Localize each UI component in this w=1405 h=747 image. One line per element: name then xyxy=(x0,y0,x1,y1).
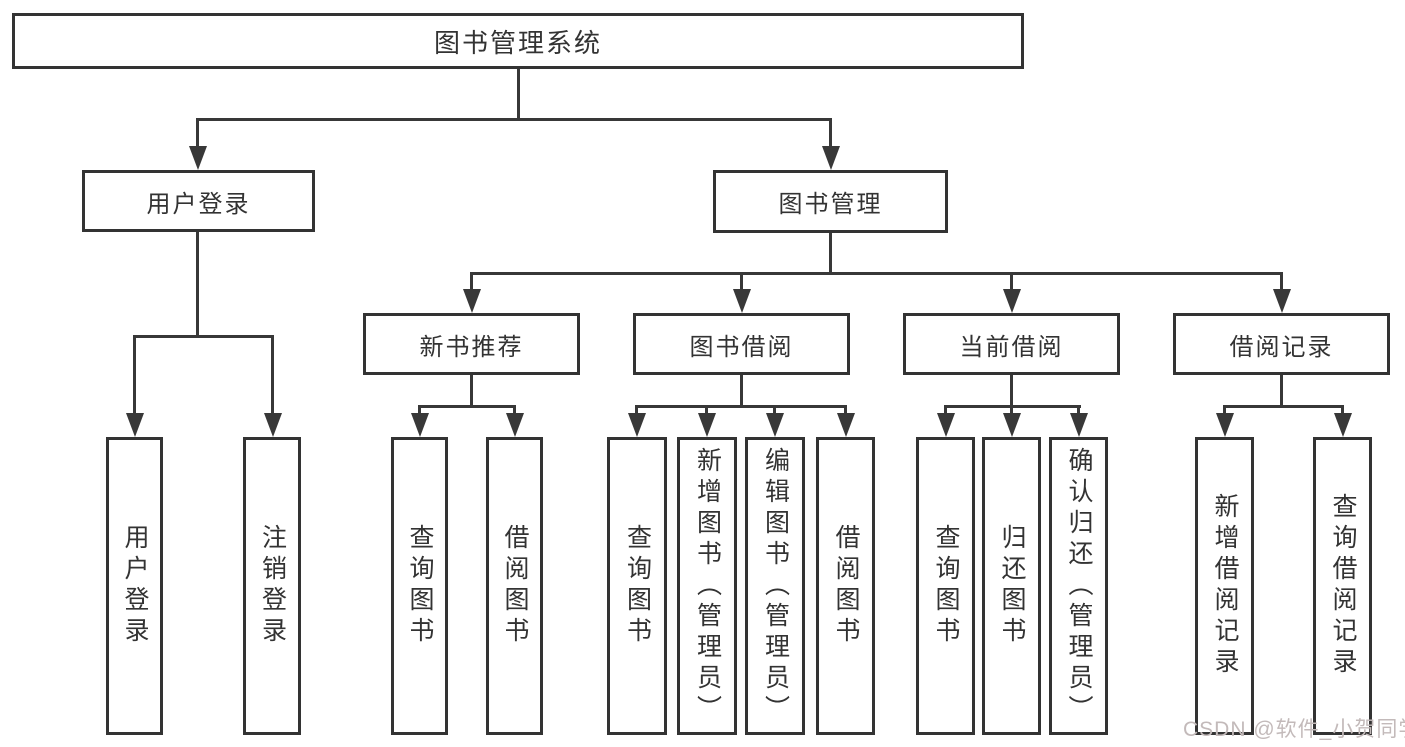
connector-line xyxy=(196,118,832,121)
connector-line xyxy=(133,335,274,338)
leaf-add-book-admin: 新增图书（管理员） xyxy=(677,437,737,735)
leaf-label: 编辑图书（管理员） xyxy=(761,446,790,726)
arrow-down-icon xyxy=(733,289,751,313)
arrow-down-icon xyxy=(1003,413,1021,437)
leaf-label: 查询图书 xyxy=(406,524,434,648)
node-book-management: 图书管理 xyxy=(713,170,948,233)
connector-line xyxy=(635,405,638,413)
leaf-label: 查询图书 xyxy=(932,524,960,648)
connector-line xyxy=(844,405,847,413)
connector-line xyxy=(133,335,136,413)
node-current-borrow: 当前借阅 xyxy=(903,313,1120,375)
arrow-down-icon xyxy=(937,413,955,437)
arrow-down-icon xyxy=(463,289,481,313)
leaf-logout: 注销登录 xyxy=(243,437,301,735)
connector-line xyxy=(513,405,516,413)
connector-line xyxy=(740,375,743,405)
connector-line xyxy=(196,118,199,146)
connector-line xyxy=(773,405,776,413)
connector-line xyxy=(418,405,421,413)
leaf-query-borrow-record: 查询借阅记录 xyxy=(1313,437,1372,735)
arrow-down-icon xyxy=(189,146,207,170)
node-borrow-records: 借阅记录 xyxy=(1173,313,1390,375)
connector-line xyxy=(1077,405,1080,413)
arrow-down-icon xyxy=(1216,413,1234,437)
csdn-watermark: CSDN @软件_小贺同学 xyxy=(1183,718,1405,741)
leaf-label: 注销登录 xyxy=(258,524,287,648)
connector-line xyxy=(1223,405,1226,413)
connector-line xyxy=(1223,405,1344,408)
leaf-query-book-current: 查询图书 xyxy=(916,437,975,735)
connector-line xyxy=(1010,405,1013,413)
arrow-down-icon xyxy=(506,413,524,437)
connector-line xyxy=(1280,375,1283,405)
arrow-down-icon xyxy=(698,413,716,437)
leaf-add-borrow-record: 新增借阅记录 xyxy=(1195,437,1254,735)
leaf-label: 查询借阅记录 xyxy=(1329,493,1357,679)
node-new-book-recommend: 新书推荐 xyxy=(363,313,580,375)
leaf-label: 查询图书 xyxy=(623,524,652,648)
arrow-down-icon xyxy=(1334,413,1352,437)
node-library-system: 图书管理系统 xyxy=(12,13,1024,69)
connector-line xyxy=(1010,375,1013,405)
connector-line xyxy=(1280,272,1283,289)
leaf-label: 新增借阅记录 xyxy=(1211,493,1239,679)
leaf-query-book-borrow: 查询图书 xyxy=(607,437,667,735)
leaf-label: 归还图书 xyxy=(998,524,1026,648)
connector-line xyxy=(271,335,274,413)
arrow-down-icon xyxy=(1003,289,1021,313)
connector-line xyxy=(740,272,743,289)
arrow-down-icon xyxy=(766,413,784,437)
node-user-login: 用户登录 xyxy=(82,170,315,232)
leaf-user-login: 用户登录 xyxy=(106,437,163,735)
connector-line xyxy=(1341,405,1344,413)
connector-line xyxy=(196,232,199,335)
arrow-down-icon xyxy=(1070,413,1088,437)
arrow-down-icon xyxy=(411,413,429,437)
leaf-label: 借阅图书 xyxy=(832,524,860,648)
connector-line xyxy=(470,375,473,405)
arrow-down-icon xyxy=(628,413,646,437)
leaf-borrow-book-recommend: 借阅图书 xyxy=(486,437,543,735)
connector-line xyxy=(470,272,473,289)
connector-line xyxy=(1010,272,1013,289)
leaf-return-book: 归还图书 xyxy=(982,437,1041,735)
connector-line xyxy=(829,118,832,146)
connector-line xyxy=(418,405,516,408)
leaf-label: 用户登录 xyxy=(121,524,149,648)
connector-line xyxy=(470,272,1283,275)
leaf-borrow-book: 借阅图书 xyxy=(816,437,875,735)
leaf-label: 新增图书（管理员） xyxy=(693,446,722,726)
connector-line xyxy=(944,405,947,413)
arrow-down-icon xyxy=(837,413,855,437)
connector-line xyxy=(829,233,832,272)
arrow-down-icon xyxy=(126,413,144,437)
arrow-down-icon xyxy=(822,146,840,170)
arrow-down-icon xyxy=(1273,289,1291,313)
arrow-down-icon xyxy=(264,413,282,437)
leaf-query-book-recommend: 查询图书 xyxy=(391,437,448,735)
connector-line xyxy=(517,69,520,118)
node-book-borrow: 图书借阅 xyxy=(633,313,850,375)
leaf-label: 借阅图书 xyxy=(501,524,529,648)
connector-line xyxy=(705,405,708,413)
connector-line xyxy=(635,405,847,408)
leaf-confirm-return-admin: 确认归还（管理员） xyxy=(1049,437,1108,735)
leaf-label: 确认归还（管理员） xyxy=(1065,446,1093,726)
leaf-edit-book-admin: 编辑图书（管理员） xyxy=(745,437,805,735)
